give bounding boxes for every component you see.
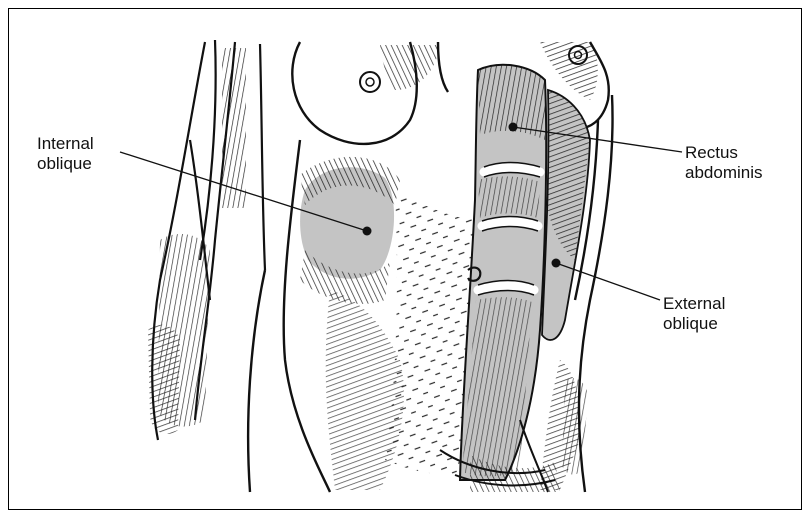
left-arm-hatch-low bbox=[148, 325, 180, 434]
pointer-external-oblique bbox=[552, 259, 561, 268]
nipple-left-inner bbox=[366, 78, 374, 86]
nipple-left bbox=[360, 72, 380, 92]
left-arm-hatch-upper bbox=[222, 48, 246, 208]
label-external-oblique: External oblique bbox=[663, 294, 725, 334]
chest-hatch-left bbox=[380, 45, 440, 90]
pointer-internal-oblique bbox=[363, 227, 372, 236]
right-hip-hatch bbox=[562, 378, 588, 474]
rectus-hatch-mid bbox=[478, 176, 540, 218]
label-rectus-abdominis: Rectus abdominis bbox=[685, 143, 763, 183]
pointer-rectus-abdominis bbox=[509, 123, 518, 132]
label-internal-oblique: Internal oblique bbox=[37, 134, 94, 174]
